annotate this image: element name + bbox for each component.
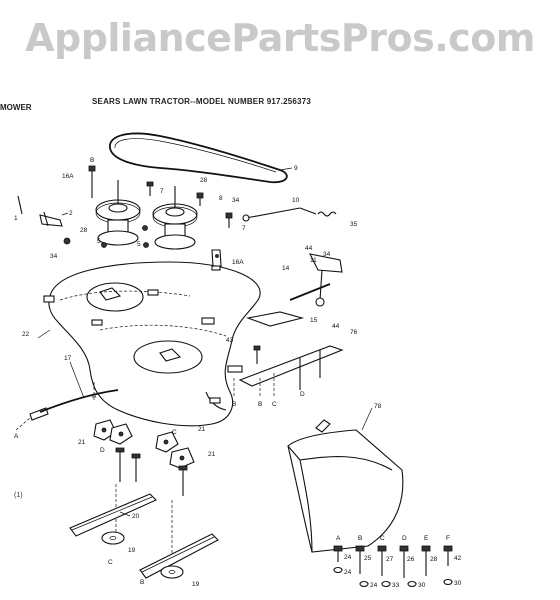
callout-35[interactable]: 35 (350, 221, 358, 228)
callout-24-a[interactable]: 24 (344, 554, 352, 561)
callout-33[interactable]: 33 (392, 582, 400, 589)
discharge-chute[interactable] (287, 419, 404, 553)
callout-76[interactable]: 76 (350, 329, 358, 336)
callout-43[interactable]: 43 (226, 337, 234, 344)
rod-10[interactable] (242, 207, 317, 222)
deck-small-parts (43, 265, 261, 404)
callout-17[interactable]: 17 (64, 355, 72, 362)
callout-11[interactable]: 11 (310, 257, 317, 264)
right-spindle-pulley[interactable] (152, 186, 198, 250)
leader-17 (69, 361, 85, 399)
blade-right[interactable] (139, 533, 219, 579)
callout-28-key: 28 (430, 556, 438, 563)
callout-9[interactable]: 9 (294, 165, 298, 172)
callout-2[interactable]: 2 (69, 210, 73, 217)
callout-10[interactable]: 10 (292, 197, 300, 204)
callout-1[interactable]: 1 (14, 215, 18, 222)
callout-16a-left[interactable]: 16A (62, 173, 74, 180)
leader-22 (37, 329, 51, 339)
letter-b-top[interactable]: B (90, 157, 94, 164)
callout-21-b[interactable]: 21 (198, 426, 206, 433)
key-letter-c[interactable]: C (380, 535, 385, 542)
callout-25[interactable]: 25 (364, 555, 372, 562)
deck-bracket-left[interactable] (39, 211, 63, 227)
blade-washer-left[interactable] (101, 531, 125, 545)
callout-24-c[interactable]: 24 (370, 582, 378, 589)
callout-78[interactable]: 78 (374, 403, 382, 410)
letter-c-mid[interactable]: C (272, 401, 277, 408)
spring-35[interactable] (317, 211, 337, 217)
callout-7-dup: 7 (160, 188, 164, 195)
letter-d-mid[interactable]: D (300, 391, 305, 398)
leader-20 (119, 511, 131, 517)
callout-24-b[interactable]: 24 (344, 569, 352, 576)
key-letter-e[interactable]: E (424, 535, 429, 542)
callout-34-top[interactable]: 34 (232, 197, 240, 204)
left-spindle-pulley[interactable] (95, 180, 141, 246)
leader-9 (279, 167, 293, 171)
callout-5: 5 (97, 238, 101, 245)
letter-c-top[interactable]: C (172, 429, 177, 436)
pulley-hardware (63, 165, 233, 248)
rear-bar-76[interactable] (238, 345, 344, 390)
blade-washer-right[interactable] (160, 565, 184, 579)
leader-78 (361, 407, 373, 431)
letter-b-left[interactable]: B (140, 579, 144, 586)
callout-7: 7 (242, 225, 246, 232)
figure-number: (1) (14, 492, 23, 499)
watermark-text: AppliancePartsPros.com (25, 16, 535, 60)
callout-22[interactable]: 22 (22, 331, 30, 338)
letter-b-mid[interactable]: B (232, 401, 236, 408)
key-letter-f[interactable]: F (446, 535, 450, 542)
callout-19-right[interactable]: 19 (192, 581, 200, 588)
callout-20[interactable]: 20 (132, 513, 140, 520)
callout-16a-right[interactable]: 16A (232, 259, 244, 266)
callout-44-bottom[interactable]: 44 (332, 323, 340, 330)
callout-28-top[interactable]: 28 (200, 177, 208, 184)
callout-5-right: 5 (137, 241, 141, 248)
callout-26[interactable]: 26 (407, 556, 415, 563)
callout-34-right: 34 (323, 251, 331, 258)
letter-b-mid2[interactable]: B (258, 401, 262, 408)
callout-14[interactable]: 14 (282, 265, 290, 272)
hardware-key: A B C D E F (333, 535, 453, 588)
key-letter-d[interactable]: D (402, 535, 407, 542)
mower-deck[interactable] (48, 261, 261, 427)
blade-adapter-left[interactable] (93, 419, 133, 445)
callout-21-a[interactable]: 21 (78, 439, 86, 446)
diagram-title: SEARS LAWN TRACTOR--MODEL NUMBER 917.256… (92, 97, 312, 106)
bolt-1 (17, 195, 23, 215)
blade-adapter-right[interactable] (155, 431, 195, 469)
letter-a-mid[interactable]: A (92, 393, 97, 400)
section-label: MOWER (0, 103, 32, 112)
height-lever-assembly[interactable] (289, 253, 343, 307)
drive-belt[interactable] (109, 132, 288, 184)
blade-left[interactable] (69, 493, 157, 537)
callout-19-left[interactable]: 19 (128, 547, 136, 554)
letter-a-left[interactable]: A (14, 433, 19, 440)
key-letter-b[interactable]: B (358, 535, 362, 542)
callout-8: 8 (219, 195, 223, 202)
callout-30-a[interactable]: 30 (418, 582, 426, 589)
key-letter-a[interactable]: A (336, 535, 341, 542)
plate-15[interactable] (245, 311, 305, 327)
callout-30-b[interactable]: 30 (454, 580, 462, 587)
callout-34-left[interactable]: 34 (50, 253, 58, 260)
letter-d-left[interactable]: D (100, 447, 105, 454)
letter-c-left[interactable]: C (108, 559, 113, 566)
callout-15[interactable]: 15 (310, 317, 318, 324)
callout-28-left[interactable]: 28 (80, 227, 88, 234)
callout-27[interactable]: 27 (386, 556, 394, 563)
callout-44-top[interactable]: 44 (305, 245, 313, 252)
callout-42[interactable]: 42 (454, 555, 462, 562)
leader-2 (61, 212, 69, 216)
deck-rod-17[interactable] (29, 389, 119, 421)
dash-a-left (15, 417, 31, 431)
callout-21-c[interactable]: 21 (208, 451, 216, 458)
